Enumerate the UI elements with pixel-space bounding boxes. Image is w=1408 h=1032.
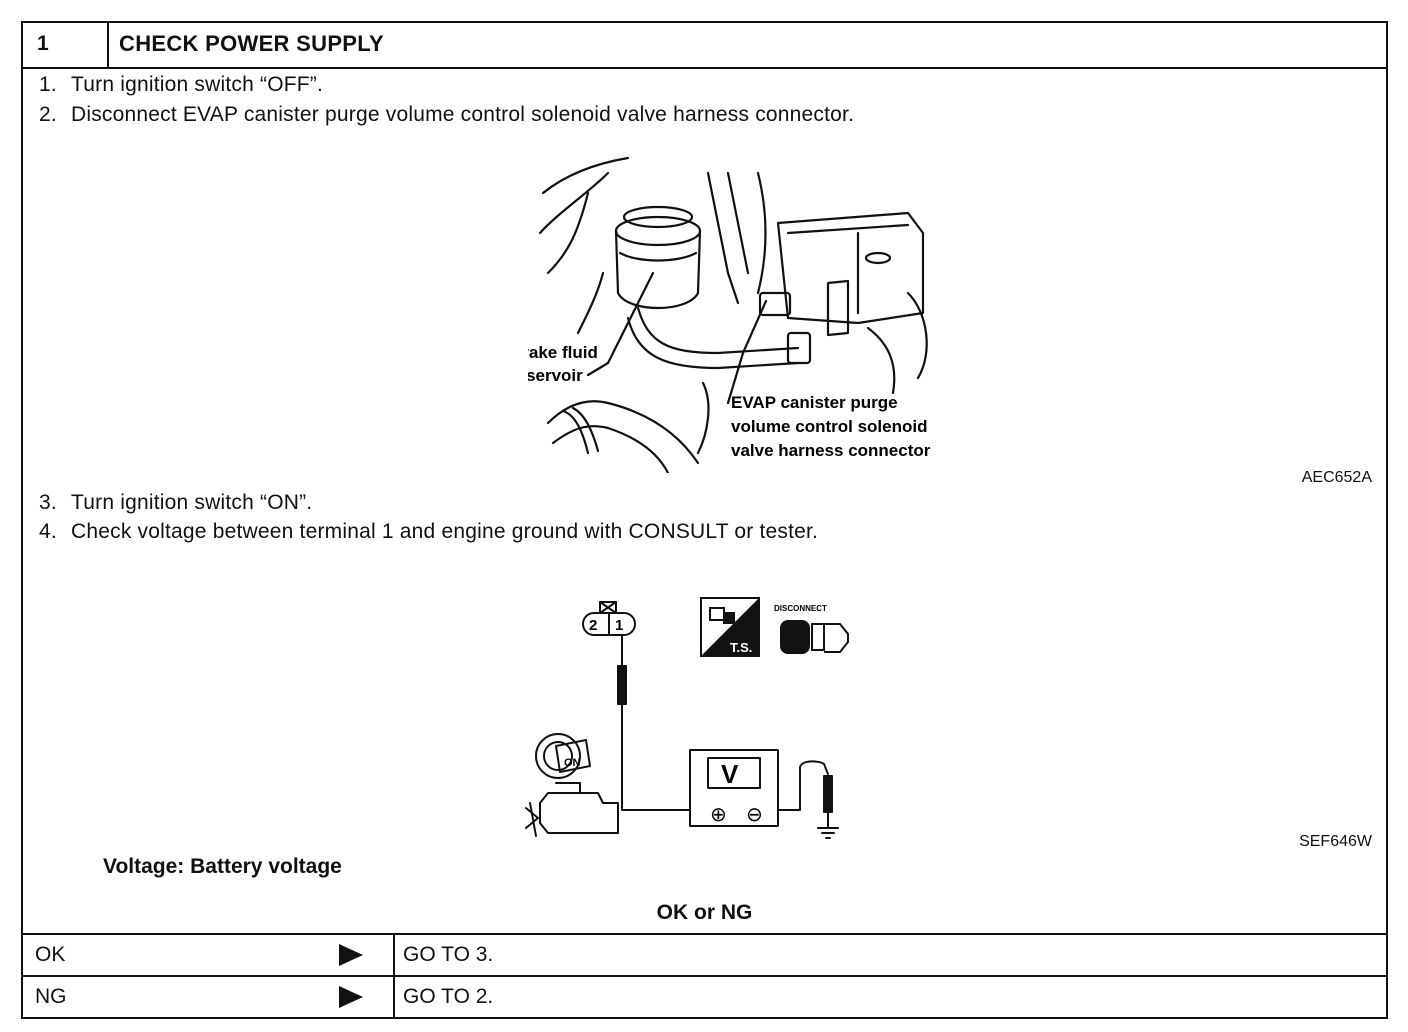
step-number: 1 (23, 23, 109, 67)
instruction-number: 2. (39, 103, 57, 126)
instruction-number: 1. (39, 73, 57, 96)
result-row-ok: OK GO TO 3. (23, 933, 1386, 975)
instruction-text: Turn ignition switch “OFF”. (71, 73, 324, 96)
instruction-text: Disconnect EVAP canister purge volume co… (71, 103, 855, 126)
engine-icon (525, 782, 619, 837)
label-connector-line2: volume control solenoid (731, 417, 927, 436)
voltage-check-diagram: 2 1 T.S. DISCONNECT V ⊕ ⊖ ON (525, 597, 849, 839)
instruction-3: 3. Turn ignition switch “ON”. (39, 491, 312, 515)
disconnect-label: DISCONNECT (774, 604, 827, 613)
arrow-right-icon (339, 944, 363, 966)
arrow-right-icon (339, 986, 363, 1008)
voltmeter-icon (689, 749, 779, 827)
result-title: OK or NG (656, 901, 753, 924)
instruction-number: 3. (39, 491, 57, 514)
instruction-1: 1. Turn ignition switch “OFF”. (39, 73, 323, 97)
engine-bay-illustration: Brake fluid reservoir EVAP canister purg… (528, 156, 931, 473)
instruction-2: 2. Disconnect EVAP canister purge volume … (39, 103, 854, 127)
label-connector-line3: valve harness connector (731, 441, 931, 460)
terminal-2: 2 (589, 617, 597, 634)
instruction-text: Check voltage between terminal 1 and eng… (71, 520, 819, 543)
result-condition: OK (23, 935, 395, 975)
instruction-4: 4. Check voltage between terminal 1 and e… (39, 520, 818, 544)
figure-ref-aec652a: AEC652A (1301, 469, 1372, 486)
result-action: GO TO 2. (403, 985, 494, 1008)
step-header: 1 CHECK POWER SUPPLY (23, 23, 1386, 69)
label-reservoir-line2: reservoir (528, 366, 583, 385)
voltage-spec: Voltage: Battery voltage (103, 855, 342, 878)
instruction-text: Turn ignition switch “ON”. (71, 491, 313, 514)
label-reservoir-line1: Brake fluid (528, 343, 598, 362)
figure-ref-sef646w: SEF646W (1299, 833, 1372, 850)
terminal-1: 1 (615, 617, 623, 634)
ignition-label: ON (564, 757, 581, 769)
disconnect-icon: DISCONNECT (774, 604, 849, 654)
meter-plus: ⊕ (710, 804, 727, 826)
meter-label: V (721, 759, 739, 789)
result-action: GO TO 3. (403, 943, 494, 966)
ignition-key-icon (535, 733, 591, 779)
ts-label: T.S. (730, 640, 752, 655)
result-row-ng: NG GO TO 2. (23, 975, 1386, 1017)
procedure-frame: 1 CHECK POWER SUPPLY 1. Turn ignition swi… (21, 21, 1388, 1019)
label-connector-line1: EVAP canister purge (731, 393, 898, 412)
tester-icon: T.S. (700, 597, 760, 657)
step-title: CHECK POWER SUPPLY (119, 31, 384, 56)
result-condition: NG (23, 977, 395, 1017)
meter-minus: ⊖ (746, 804, 763, 826)
instruction-number: 4. (39, 520, 57, 543)
